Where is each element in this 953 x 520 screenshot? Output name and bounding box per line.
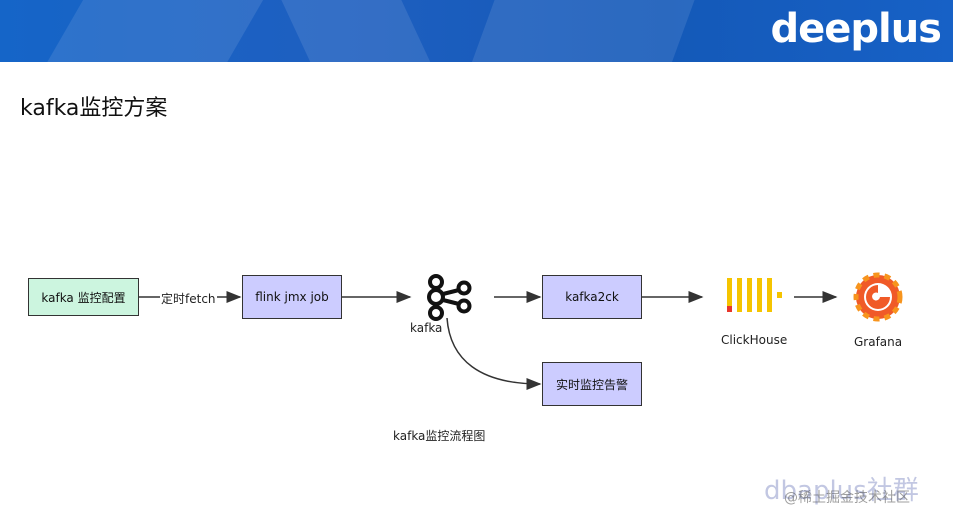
node-realtime-alert: 实时监控告警 [542,362,642,406]
watermark-juejin: @稀土掘金技术社区 [784,490,910,506]
deeplus-logo: deeplus [770,6,942,52]
clickhouse-label: ClickHouse [721,333,788,347]
header-banner: deeplus [0,0,953,62]
grafana-icon [853,272,903,322]
node-kafka2ck: kafka2ck [542,275,642,319]
clickhouse-icon [727,278,782,312]
watermark-dbaplus: dbaplus社群 [764,476,919,506]
diagram-caption: kafka监控流程图 [393,429,486,443]
node-kafka-monitor-config: kafka 监控配置 [28,278,139,316]
edge-kafka-to-alert [446,317,542,390]
grafana-label: Grafana [854,335,903,349]
kafka-label: kafka [410,321,443,335]
kafka-icon [427,274,472,321]
node-flink-jmx-job: flink jmx job [242,275,342,319]
edge-label-fetch: 定时fetch [160,290,217,307]
slide-title: kafka监控方案 [20,96,168,121]
